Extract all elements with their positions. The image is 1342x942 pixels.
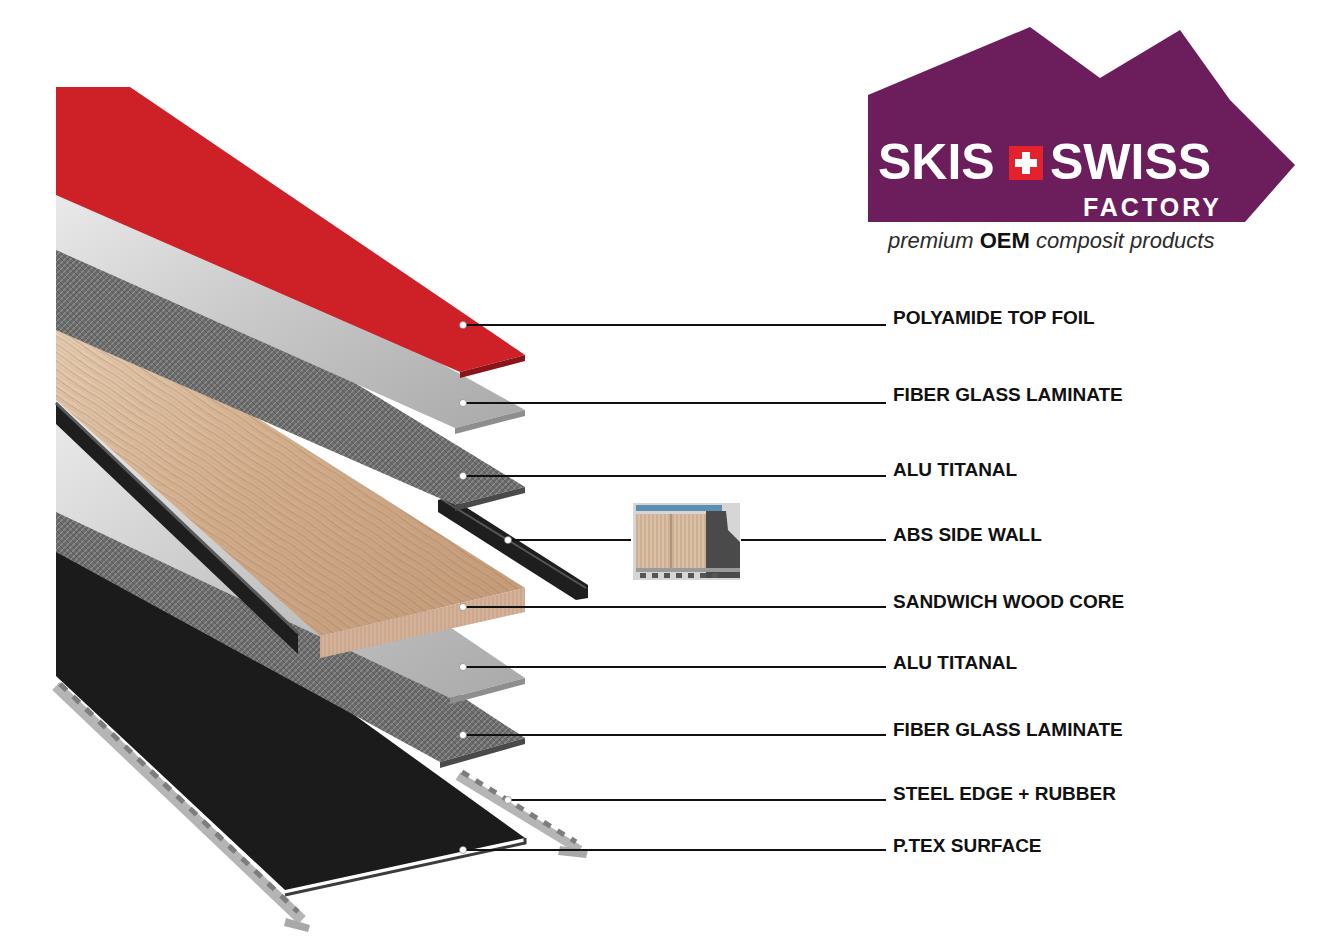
leader-line: [463, 324, 886, 326]
caption-word: OEM: [980, 228, 1036, 253]
leader-line: [463, 402, 886, 404]
caption-word: premium: [888, 228, 980, 253]
layer-label: FIBER GLASS LAMINATE: [893, 383, 1123, 406]
leader-dot: [505, 537, 512, 544]
inset-base-strip: [636, 568, 740, 572]
side-wall-right: [438, 497, 588, 600]
inset-wood: [636, 514, 706, 568]
leader-dot: [460, 400, 467, 407]
inset-wood-joint: [671, 514, 672, 568]
leader-line: [463, 849, 886, 851]
side-wall-highlight: [441, 499, 586, 588]
logo-word: SKIS: [878, 135, 995, 189]
leader-dot: [460, 732, 467, 739]
leader-line: [463, 475, 886, 477]
leader-dot: [460, 847, 467, 854]
layer-label: SANDWICH WOOD CORE: [893, 590, 1124, 613]
layer-edge: [455, 410, 525, 434]
layer-edge: [440, 738, 525, 768]
leader-dots: [460, 322, 512, 854]
leader-lines: [463, 325, 886, 850]
wood-core-front: [320, 588, 525, 658]
leader-dot: [505, 797, 512, 804]
layer-label: POLYAMIDE TOP FOIL: [893, 306, 1095, 329]
top-foil-layer: [56, 87, 525, 372]
caption-word: products: [1130, 228, 1214, 253]
steel-edge-right: [458, 772, 588, 858]
steel-edge-teeth: [462, 772, 576, 842]
leader-line: [463, 606, 886, 608]
leader-dot: [460, 322, 467, 329]
steel-edge-bar: [458, 776, 580, 850]
cross-ground: [1009, 146, 1043, 180]
layer-label: STEEL EDGE + RUBBER: [893, 782, 1116, 805]
layer-label: ALU TITANAL: [893, 651, 1017, 674]
layer-edge: [460, 355, 525, 378]
leader-dot: [460, 664, 467, 671]
caption-word: composit: [1036, 228, 1130, 253]
leader-line: [741, 539, 886, 541]
leader-dot: [460, 473, 467, 480]
leader-dot: [460, 604, 467, 611]
steel-edge-hook: [284, 918, 310, 932]
layer-edge: [450, 678, 525, 704]
layer-label: ALU TITANAL: [893, 458, 1017, 481]
layer-edge: [455, 487, 525, 511]
ptex-edge: [285, 838, 525, 895]
inset-edge-teeth: [640, 573, 718, 578]
mountain-shape: [868, 27, 1295, 222]
inset-ground: [633, 503, 740, 580]
layer-label: ABS SIDE WALL: [893, 523, 1042, 546]
layer-label: FIBER GLASS LAMINATE: [893, 718, 1123, 741]
mountain-outline: [868, 27, 1295, 222]
inset-top-strip: [636, 505, 722, 511]
inset-side-wall: [706, 511, 740, 578]
leader-line: [463, 666, 886, 668]
logo-caption: premium OEM composit products: [888, 228, 1214, 254]
steel-edge-hook: [558, 846, 588, 858]
cross-section-inset: [633, 503, 740, 580]
layer-label: P.TEX SURFACE: [893, 834, 1042, 857]
leader-line: [508, 799, 886, 801]
leader-line: [463, 734, 886, 736]
logo-badge: SKIS SWISS FACTORY: [868, 27, 1295, 222]
logo-word: SWISS: [1050, 135, 1211, 189]
wood-core-front-tint: [320, 588, 525, 658]
swiss-cross: [1009, 146, 1043, 180]
leader-line: [508, 539, 631, 541]
cross-mark: [1015, 152, 1037, 174]
logo-subword: FACTORY: [1083, 193, 1222, 221]
